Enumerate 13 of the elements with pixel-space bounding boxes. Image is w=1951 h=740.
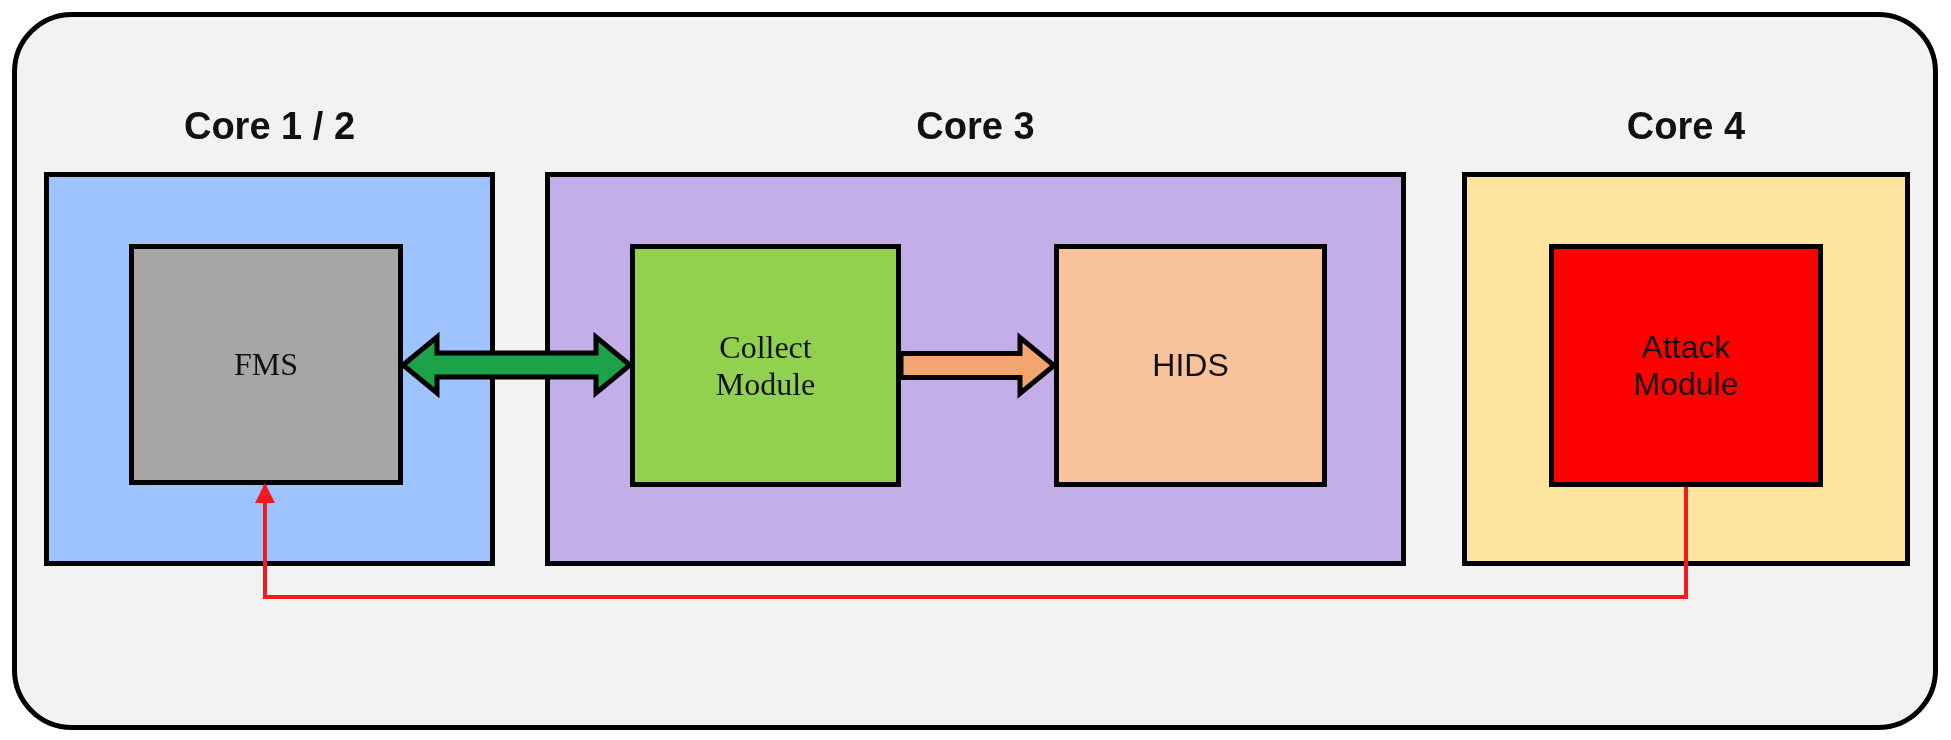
module-box xyxy=(1549,244,1823,487)
module-box xyxy=(1054,244,1327,487)
core-heading: Core 1 / 2 xyxy=(182,105,357,148)
outer-frame xyxy=(12,12,1938,730)
module-label: FMS xyxy=(232,346,299,383)
arrow xyxy=(255,483,1688,599)
module-box xyxy=(129,244,403,485)
core-heading: Core 3 xyxy=(915,105,1036,148)
module-label: HIDS xyxy=(1151,347,1230,384)
module-label: Collect Module xyxy=(714,328,817,403)
module-box xyxy=(630,244,901,487)
core-heading: Core 4 xyxy=(1625,105,1747,148)
module-label: Attack Module xyxy=(1632,328,1740,403)
